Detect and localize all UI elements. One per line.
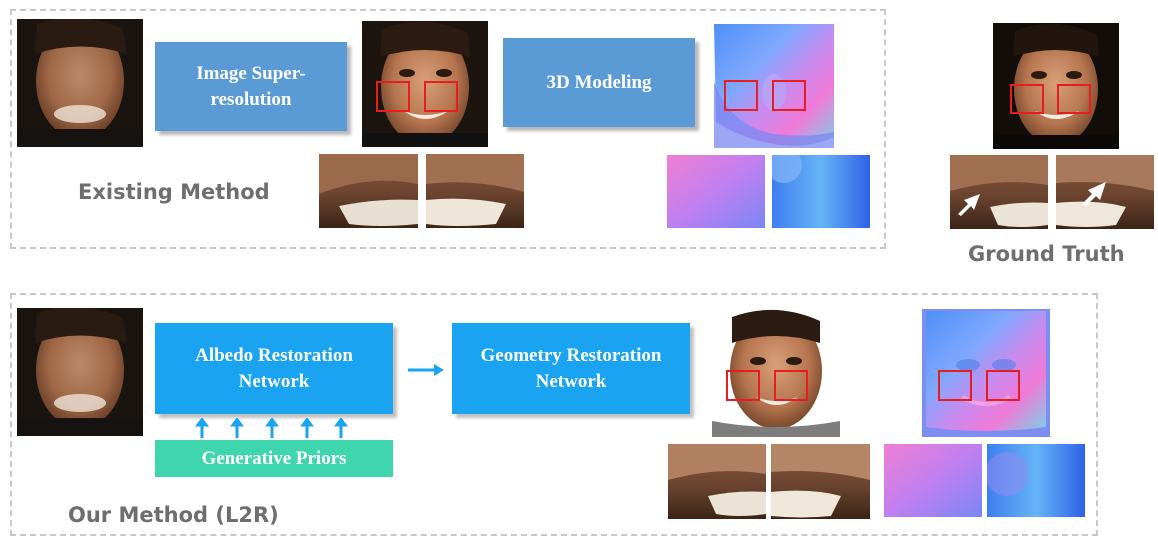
albedo-restoration-network-label: Albedo Restoration Network bbox=[195, 344, 353, 392]
generative-priors-box: Generative Priors bbox=[155, 440, 393, 477]
ground-truth-pointer-arrow-left-icon bbox=[958, 194, 980, 216]
ground-truth-roi-left bbox=[1010, 84, 1044, 114]
geometry-restoration-network-box: Geometry Restoration Network bbox=[452, 323, 690, 414]
ground-truth-label: Ground Truth bbox=[968, 242, 1125, 266]
albedo-restoration-network-box: Albedo Restoration Network bbox=[155, 323, 393, 414]
our-face-roi-right bbox=[774, 370, 808, 401]
image-super-resolution-box: Image Super-resolution bbox=[155, 42, 347, 131]
existing-crop-mouth-right bbox=[426, 154, 524, 228]
our-blurry-input-face-image bbox=[17, 308, 143, 436]
our-crop-normal-right bbox=[987, 444, 1085, 517]
our-normal-roi-left bbox=[938, 370, 972, 401]
our-method-label: Our Method (L2R) bbox=[68, 503, 279, 527]
image-super-resolution-label: Image Super-resolution bbox=[196, 62, 306, 110]
our-crop-mouth-left bbox=[668, 444, 766, 519]
existing-crop-normal-left bbox=[667, 155, 765, 228]
our-crop-normal-left bbox=[884, 444, 982, 517]
existing-method-label: Existing Method bbox=[78, 180, 270, 204]
our-crop-mouth-right bbox=[771, 444, 870, 519]
3d-modeling-box: 3D Modeling bbox=[503, 38, 695, 127]
existing-normal-map-image bbox=[710, 22, 838, 150]
ground-truth-pointer-arrow-right-icon bbox=[1082, 182, 1106, 206]
our-normal-roi-right bbox=[986, 370, 1020, 401]
ground-truth-crop-right bbox=[1056, 155, 1154, 229]
3d-modeling-label: 3D Modeling bbox=[546, 71, 652, 93]
blurry-input-face-image bbox=[17, 19, 143, 147]
geometry-restoration-network-label: Geometry Restoration Network bbox=[480, 344, 662, 392]
existing-normal-roi-left bbox=[724, 80, 758, 111]
prior-arrows-up-icon bbox=[195, 418, 348, 438]
ground-truth-face-image bbox=[993, 23, 1119, 149]
super-resolved-roi-left bbox=[376, 81, 410, 112]
ground-truth-roi-right bbox=[1057, 84, 1091, 114]
generative-priors-label: Generative Priors bbox=[201, 447, 347, 469]
existing-normal-roi-right bbox=[772, 80, 806, 111]
existing-crop-mouth-left bbox=[319, 154, 418, 228]
existing-method-group bbox=[10, 9, 886, 249]
ground-truth-crop-left bbox=[950, 155, 1048, 229]
super-resolved-roi-right bbox=[424, 81, 458, 112]
existing-crop-normal-right bbox=[772, 155, 870, 228]
our-method-group bbox=[10, 293, 1098, 536]
our-face-roi-left bbox=[726, 370, 760, 401]
flow-arrow-right-icon bbox=[408, 364, 444, 376]
